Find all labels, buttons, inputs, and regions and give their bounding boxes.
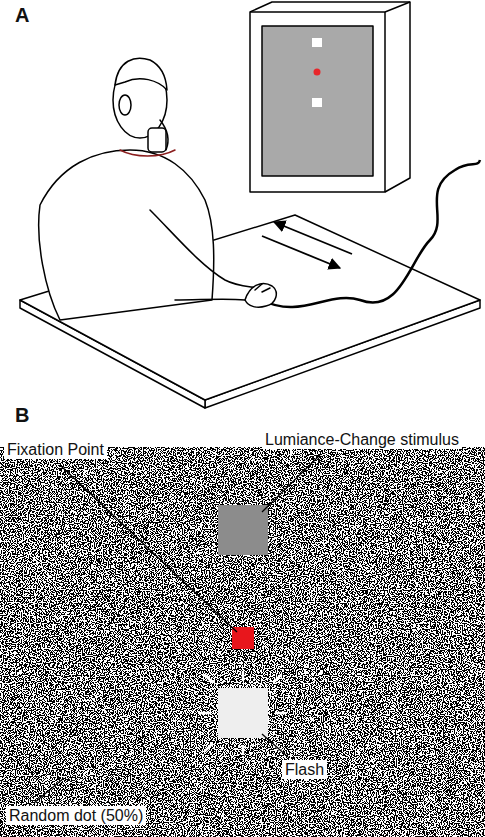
callout-label: Flash [282, 760, 327, 779]
panel-label: B [12, 404, 32, 426]
callout-label: Random dot (50%) [6, 806, 146, 825]
movement-arrows [262, 222, 352, 268]
callout-label: Fixation Point [4, 440, 107, 459]
monitor [250, 2, 410, 192]
callout-label: Lumiance-Change stimulus [262, 430, 462, 449]
random-dot-field [0, 447, 485, 837]
leader-lines [34, 455, 320, 803]
flash-rays [201, 672, 285, 754]
flash-square [218, 688, 268, 738]
panel-label: A [12, 4, 32, 26]
subject [39, 58, 277, 320]
cord [262, 160, 480, 307]
luminance-change-square [218, 505, 268, 555]
